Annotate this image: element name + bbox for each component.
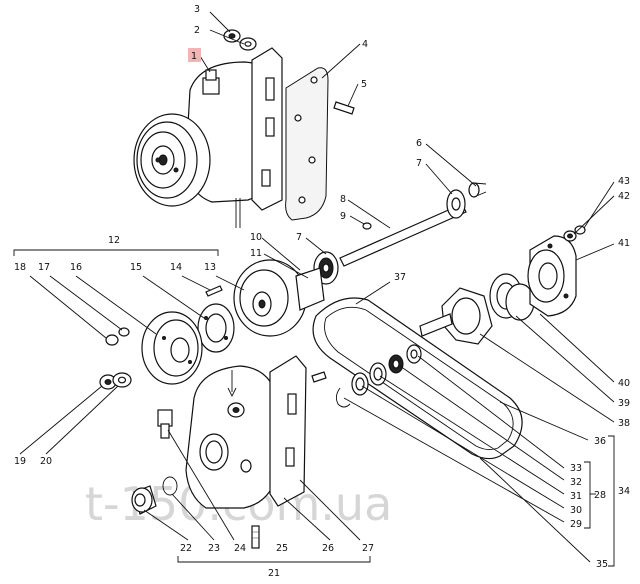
o-ring-part-23 — [162, 476, 178, 496]
pin-part-14 — [205, 285, 223, 297]
callout-7-lower[interactable]: 7 — [296, 232, 302, 243]
callout-15[interactable]: 15 — [130, 262, 142, 273]
leader-lines — [13, 11, 615, 567]
callout-39[interactable]: 39 — [618, 398, 630, 409]
fitting-part-22 — [131, 485, 157, 515]
callout-41[interactable]: 41 — [618, 238, 630, 249]
gasket-part-15 — [197, 303, 235, 353]
callout-36[interactable]: 36 — [594, 436, 606, 447]
bracket-plate-part-4 — [285, 67, 329, 221]
seal-rings-29-33 — [351, 344, 422, 396]
callout-2[interactable]: 2 — [194, 25, 200, 36]
callout-26[interactable]: 26 — [322, 543, 334, 554]
callout-34[interactable]: 34 — [618, 486, 630, 497]
callout-42[interactable]: 42 — [618, 191, 630, 202]
stud-part-5 — [333, 101, 355, 115]
callout-19[interactable]: 19 — [14, 456, 26, 467]
callout-40[interactable]: 40 — [618, 378, 630, 389]
callout-4[interactable]: 4 — [362, 39, 368, 50]
callout-37[interactable]: 37 — [394, 272, 406, 283]
callout-29[interactable]: 29 — [570, 519, 582, 530]
callout-6[interactable]: 6 — [416, 138, 422, 149]
nut-part-42-43 — [563, 225, 586, 242]
callout-14[interactable]: 14 — [170, 262, 182, 273]
cover-part-41 — [527, 235, 577, 317]
callout-16[interactable]: 16 — [70, 262, 82, 273]
callout-24[interactable]: 24 — [234, 543, 246, 554]
elbow-fitting — [157, 409, 173, 439]
pin-housing — [311, 371, 327, 383]
callout-8[interactable]: 8 — [340, 194, 346, 205]
callout-13[interactable]: 13 — [204, 262, 216, 273]
callout-9[interactable]: 9 — [340, 211, 346, 222]
callout-20[interactable]: 20 — [40, 456, 52, 467]
callout-35[interactable]: 35 — [596, 559, 608, 570]
callout-32[interactable]: 32 — [570, 477, 582, 488]
callout-17[interactable]: 17 — [38, 262, 50, 273]
callout-11[interactable]: 11 — [250, 248, 262, 259]
callout-18[interactable]: 18 — [14, 262, 26, 273]
callout-30[interactable]: 30 — [570, 505, 582, 516]
callout-21[interactable]: 21 — [268, 568, 280, 579]
callout-7-upper[interactable]: 7 — [416, 158, 422, 169]
snap-ring — [335, 387, 351, 408]
nut-washer-part-19-20 — [99, 372, 132, 390]
nut-part-17-18 — [105, 327, 130, 346]
callout-27[interactable]: 27 — [362, 543, 374, 554]
callout-1-highlight — [188, 48, 201, 62]
pulley-part-16 — [141, 311, 203, 385]
callout-23[interactable]: 23 — [208, 543, 220, 554]
hub-part-10-11 — [233, 259, 325, 337]
callout-22[interactable]: 22 — [180, 543, 192, 554]
nut-part-3 — [223, 29, 241, 43]
callout-1[interactable]: 1 — [191, 51, 197, 62]
callout-31[interactable]: 31 — [570, 491, 582, 502]
bolt-part-25 — [251, 525, 260, 549]
pump-assembly-top — [133, 47, 283, 228]
callout-5[interactable]: 5 — [361, 79, 367, 90]
callout-33[interactable]: 33 — [570, 463, 582, 474]
callout-28[interactable]: 28 — [594, 490, 606, 501]
callout-43[interactable]: 43 — [618, 176, 630, 187]
callout-38[interactable]: 38 — [618, 418, 630, 429]
housing-lower — [185, 355, 307, 509]
shaft-assembly — [339, 182, 487, 267]
seal-part-39-40 — [489, 273, 535, 321]
callout-10[interactable]: 10 — [250, 232, 262, 243]
callout-12[interactable]: 12 — [108, 235, 120, 246]
impeller-part-38 — [419, 287, 493, 345]
callout-3[interactable]: 3 — [194, 4, 200, 15]
washer-part-2 — [239, 37, 257, 51]
callout-25[interactable]: 25 — [276, 543, 288, 554]
callout-labels: 1 2 3 4 5 6 7 7 8 9 10 11 12 13 14 15 16… — [14, 4, 630, 579]
